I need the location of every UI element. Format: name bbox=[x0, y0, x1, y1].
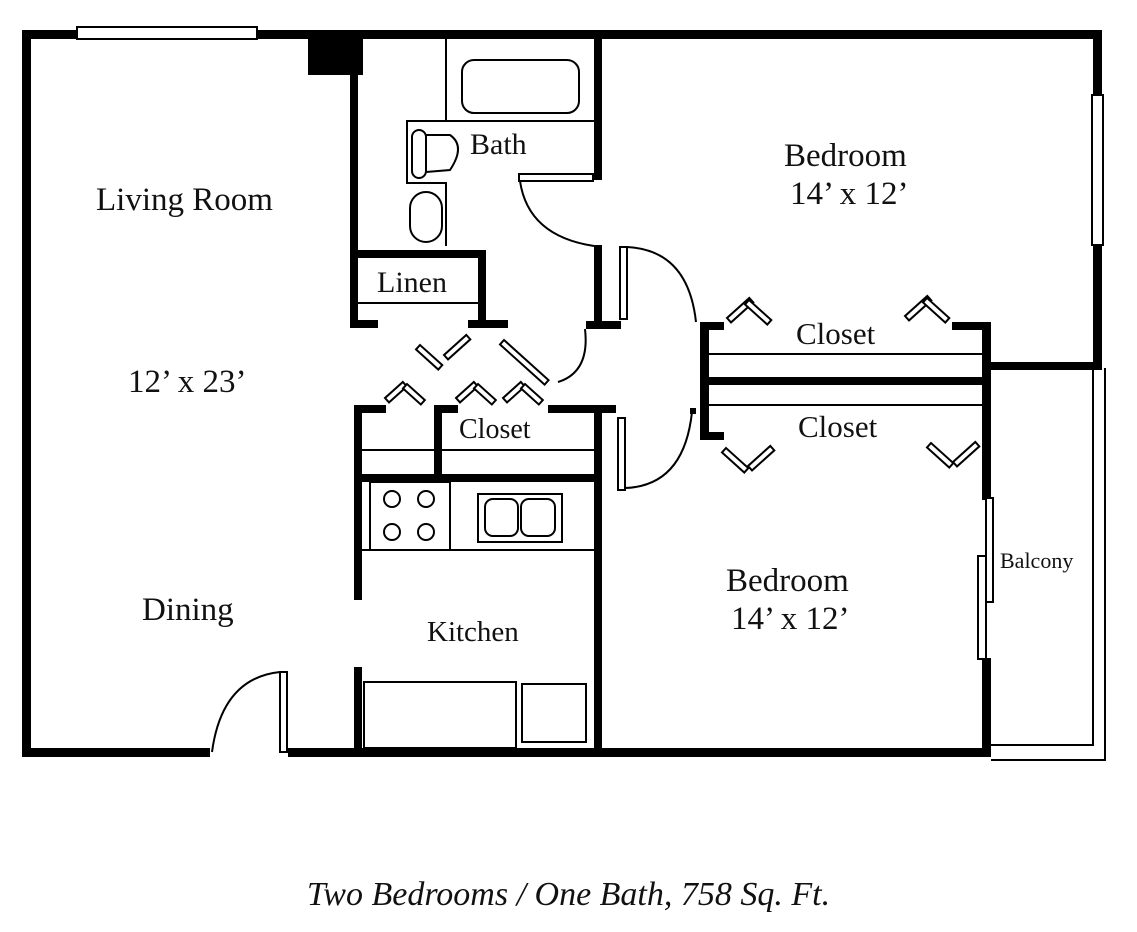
windows bbox=[76, 26, 1104, 246]
bedroom-2-size: 14’ x 12’ bbox=[731, 601, 850, 637]
kitchen-label: Kitchen bbox=[427, 616, 519, 648]
closet-bedroom-1-label: Closet bbox=[796, 316, 876, 351]
linen-label: Linen bbox=[377, 266, 447, 299]
bedroom-1-label: Bedroom bbox=[784, 138, 907, 174]
balcony-label: Balcony bbox=[1000, 548, 1074, 573]
dining-label: Dining bbox=[142, 592, 234, 628]
living-room-size: 12’ x 23’ bbox=[128, 364, 247, 400]
doors bbox=[211, 246, 981, 753]
plan-caption: Two Bedrooms / One Bath, 758 Sq. Ft. bbox=[306, 876, 831, 913]
closet-hall-label: Closet bbox=[459, 414, 531, 445]
living-room-label: Living Room bbox=[96, 182, 273, 218]
bath-label: Bath bbox=[470, 128, 527, 161]
bedroom-1-size: 14’ x 12’ bbox=[790, 176, 909, 212]
interior-walls bbox=[350, 30, 1102, 757]
closet-bedroom-2-label: Closet bbox=[798, 409, 878, 444]
fixtures bbox=[358, 38, 1106, 761]
bedroom-2-label: Bedroom bbox=[726, 563, 849, 599]
